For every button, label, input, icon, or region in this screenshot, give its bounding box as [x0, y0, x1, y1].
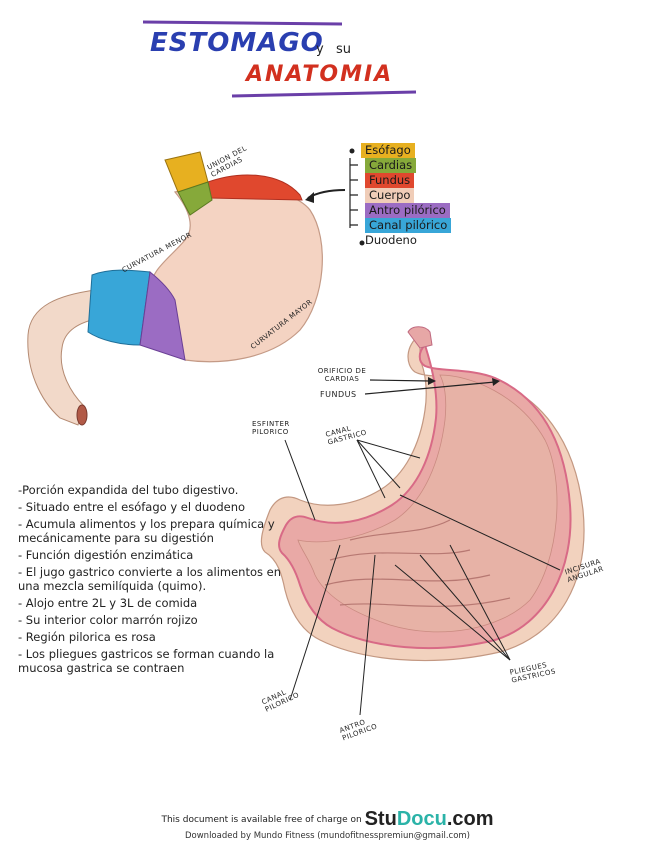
- footer-available-text: This document is available free of charg…: [161, 815, 362, 825]
- legend-item: Cuerpo: [365, 188, 451, 203]
- title-estomago: ESTOMAGO: [150, 28, 324, 58]
- title-underlines: [142, 20, 417, 98]
- legend-label: Cuerpo: [365, 188, 415, 203]
- legend-item: Duodeno: [361, 233, 447, 248]
- legend-item: Cardias: [365, 158, 451, 173]
- label-esfinter-pilorico: ESFINTER PILORICO: [252, 420, 290, 436]
- legend-label: Antro pilórico: [365, 203, 450, 218]
- note-item: - Situado entre el esófago y el duodeno: [18, 500, 246, 514]
- legend-label: Fundus: [365, 173, 415, 188]
- title-su: su: [336, 42, 352, 57]
- note-item: -Porción expandida del tubo digestivo.: [18, 483, 239, 497]
- legend: Esófago Cardias Fundus Cuerpo Antro piló…: [345, 143, 452, 248]
- legend-label: Canal pilórico: [365, 218, 452, 233]
- note-item: - Acumula alimentos y los prepara químic…: [18, 517, 275, 545]
- legend-label: Cardias: [365, 158, 417, 173]
- legend-item: Canal pilórico: [365, 218, 452, 233]
- title-anatomia: ANATOMIA: [246, 62, 394, 87]
- notes-list: -Porción expandida del tubo digestivo. -…: [18, 483, 288, 678]
- note-item: - Alojo entre 2L y 3L de comida: [18, 596, 198, 610]
- legend-item: Esófago: [361, 143, 447, 158]
- label-fundus: FUNDUS: [320, 390, 357, 399]
- studocu-logo[interactable]: StuDocu.com: [365, 808, 494, 830]
- note-item: - Los pliegues gastricos se forman cuand…: [18, 647, 275, 675]
- brand-part-c: .com: [446, 808, 494, 830]
- note-item: - Su interior color marrón rojizo: [18, 613, 198, 627]
- footer-availability: This document is available free of charg…: [0, 808, 655, 831]
- legend-item: Antro pilórico: [365, 203, 451, 218]
- title-y: y: [316, 42, 324, 57]
- brand-part-b: Docu: [396, 808, 447, 830]
- note-item: - Región pilorica es rosa: [18, 630, 156, 644]
- legend-item: Fundus: [365, 173, 451, 188]
- legend-label: Duodeno: [365, 233, 417, 247]
- legend-label: Esófago: [361, 143, 415, 158]
- footer-downloaded-by: Downloaded by Mundo Fitness (mundofitnes…: [184, 831, 470, 841]
- label-orificio-cardias: ORIFICIO DE CARDIAS: [317, 367, 367, 383]
- brand-part-a: Stu: [364, 808, 397, 830]
- note-item: - Función digestión enzimática: [18, 548, 194, 562]
- note-item: - El jugo gastrico convierte a los alime…: [18, 565, 282, 593]
